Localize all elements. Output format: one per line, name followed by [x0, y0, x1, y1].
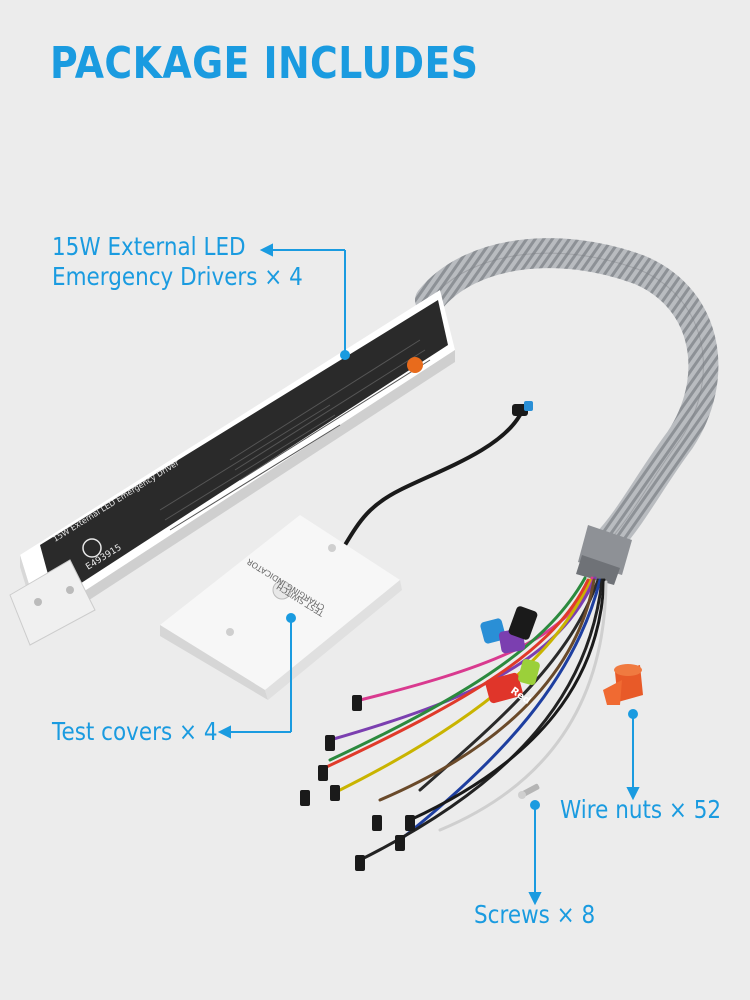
- callout-lines: [217, 243, 640, 906]
- test-covers-label: Test covers × 4: [52, 717, 218, 746]
- wire-terminals: [300, 695, 415, 871]
- driver-callout-label: 15W External LED Emergency Drivers × 4: [52, 232, 303, 292]
- screws-label: Screws × 8: [474, 900, 596, 929]
- test-switch-cable: [343, 401, 533, 547]
- driver-callout-line2: Emergency Drivers × 4: [52, 262, 303, 291]
- test-switch-plate: CHARGING INDICATOR TEST SWITCH: [160, 515, 402, 700]
- led-emergency-driver: E493915 15W External LED Emergency Drive…: [9, 290, 455, 646]
- screw: [518, 783, 540, 799]
- page-title: PACKAGE INCLUDES: [50, 38, 479, 89]
- wire-nut: [603, 664, 643, 705]
- wire-tags: [480, 606, 540, 704]
- driver-callout-line1: 15W External LED: [52, 232, 246, 261]
- wire-nuts-label: Wire nuts × 52: [560, 795, 722, 824]
- conduit-connector: [576, 525, 632, 585]
- flexible-conduit: [415, 238, 719, 560]
